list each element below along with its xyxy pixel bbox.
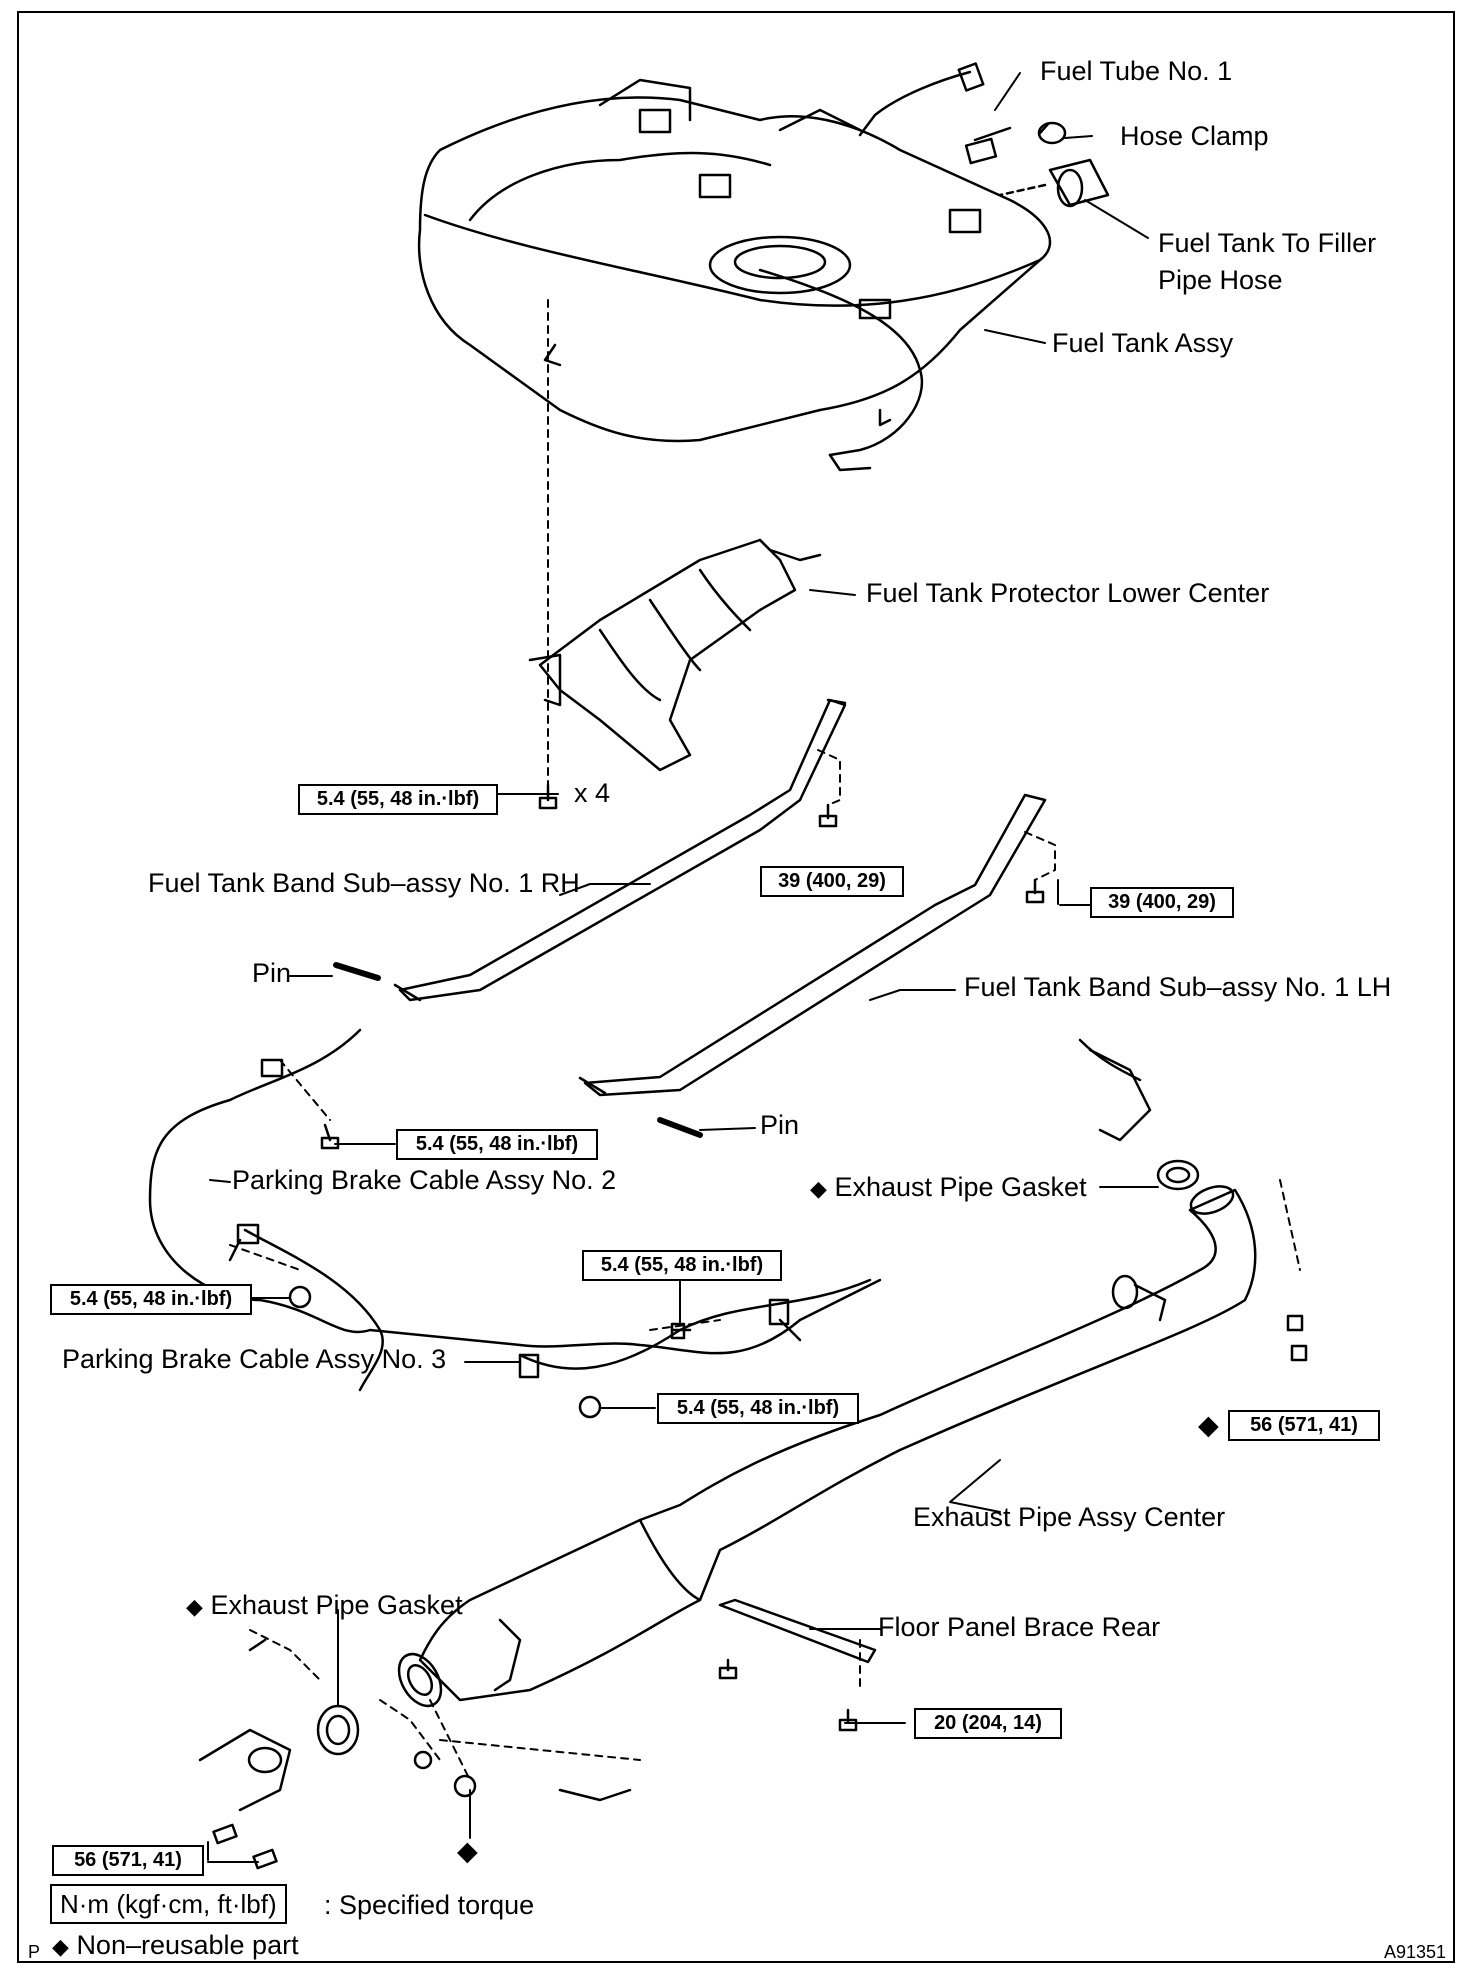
exhaust-gasket-upper-text: Exhaust Pipe Gasket: [834, 1172, 1087, 1202]
torque-box-exhaust-upper: 56 (571, 41): [1228, 1410, 1380, 1441]
diamond-icon: ◆: [810, 1176, 827, 1201]
label-exhaust-gasket-upper: ◆ Exhaust Pipe Gasket: [810, 1172, 1087, 1203]
band-lh-drawing: [578, 793, 1047, 1097]
torque-box-cable-left: 5.4 (55, 48 in.·lbf): [50, 1284, 252, 1315]
label-protector: Fuel Tank Protector Lower Center: [866, 578, 1270, 608]
legend-non-reusable: ◆ Non–reusable part: [52, 1930, 299, 1961]
label-band-lh: Fuel Tank Band Sub–assy No. 1 LH: [964, 972, 1392, 1002]
label-floor-brace: Floor Panel Brace Rear: [878, 1612, 1161, 1642]
exhaust-pipe-drawing: [397, 1185, 1257, 1708]
protector-drawing: [528, 538, 822, 772]
fuel-tank-drawing: [417, 62, 1052, 472]
label-band-rh: Fuel Tank Band Sub–assy No. 1 RH: [148, 868, 580, 898]
label-exhaust-center: Exhaust Pipe Assy Center: [913, 1502, 1226, 1532]
torque-box-protector: 5.4 (55, 48 in.·lbf): [298, 784, 498, 815]
torque-box-band-rh: 39 (400, 29): [760, 866, 904, 897]
diamond-icon: ◆: [186, 1594, 203, 1619]
floor-brace-drawing: [718, 1598, 877, 1664]
label-exhaust-gasket-lower: ◆ Exhaust Pipe Gasket: [186, 1590, 463, 1621]
label-cable-no3: Parking Brake Cable Assy No. 3: [62, 1344, 447, 1374]
corner-letter: P: [28, 1942, 41, 1962]
leader-lines: [207, 72, 1159, 1863]
alignment-lines: [229, 299, 1301, 1781]
parking-brake-cable-drawings: [148, 1028, 882, 1392]
diamond-marker-56-upper: ◆: [1198, 1410, 1219, 1440]
torque-box-cable-upper: 5.4 (55, 48 in.·lbf): [396, 1129, 598, 1160]
legend-unit-box: N·m (kgf·cm, ft·lbf): [50, 1884, 287, 1924]
exhaust-gasket-lower-text: Exhaust Pipe Gasket: [210, 1590, 463, 1620]
diamond-marker-lower: ◆: [457, 1836, 478, 1866]
torque-box-exhaust-lower: 56 (571, 41): [52, 1845, 204, 1876]
filler-components: [964, 121, 1110, 208]
label-hose-clamp: Hose Clamp: [1120, 121, 1269, 151]
pin-rh-drawing: [333, 962, 381, 981]
label-fuel-tube: Fuel Tube No. 1: [1040, 56, 1233, 86]
legend-unit-desc: : Specified torque: [324, 1890, 535, 1920]
band-rh-drawing: [393, 698, 847, 1002]
lower-gasket-drawing: [198, 1638, 632, 1812]
figure-frame: [17, 11, 1455, 1963]
label-pin-rh: Pin: [252, 958, 292, 988]
figure-id: A91351: [1384, 1942, 1447, 1962]
legend-non-reusable-text: Non–reusable part: [76, 1930, 299, 1960]
label-filler-hose-line2: Pipe Hose: [1158, 265, 1283, 295]
label-cable-no2: Parking Brake Cable Assy No. 2: [232, 1165, 617, 1195]
label-filler-hose-line1: Fuel Tank To Filler: [1158, 228, 1377, 258]
upper-gasket-drawing: [1078, 1038, 1200, 1191]
torque-box-floor-brace: 20 (204, 14): [914, 1708, 1062, 1739]
torque-box-cable-mid: 5.4 (55, 48 in.·lbf): [582, 1250, 782, 1281]
label-quantity: x 4: [574, 778, 611, 808]
label-fuel-tank: Fuel Tank Assy: [1052, 328, 1234, 358]
torque-box-cable-lower: 5.4 (55, 48 in.·lbf): [657, 1393, 859, 1424]
diamond-icon: ◆: [52, 1934, 69, 1959]
torque-box-band-lh: 39 (400, 29): [1090, 887, 1234, 918]
pin-lh-drawing: [657, 1117, 703, 1138]
label-pin-lh: Pin: [760, 1110, 800, 1140]
